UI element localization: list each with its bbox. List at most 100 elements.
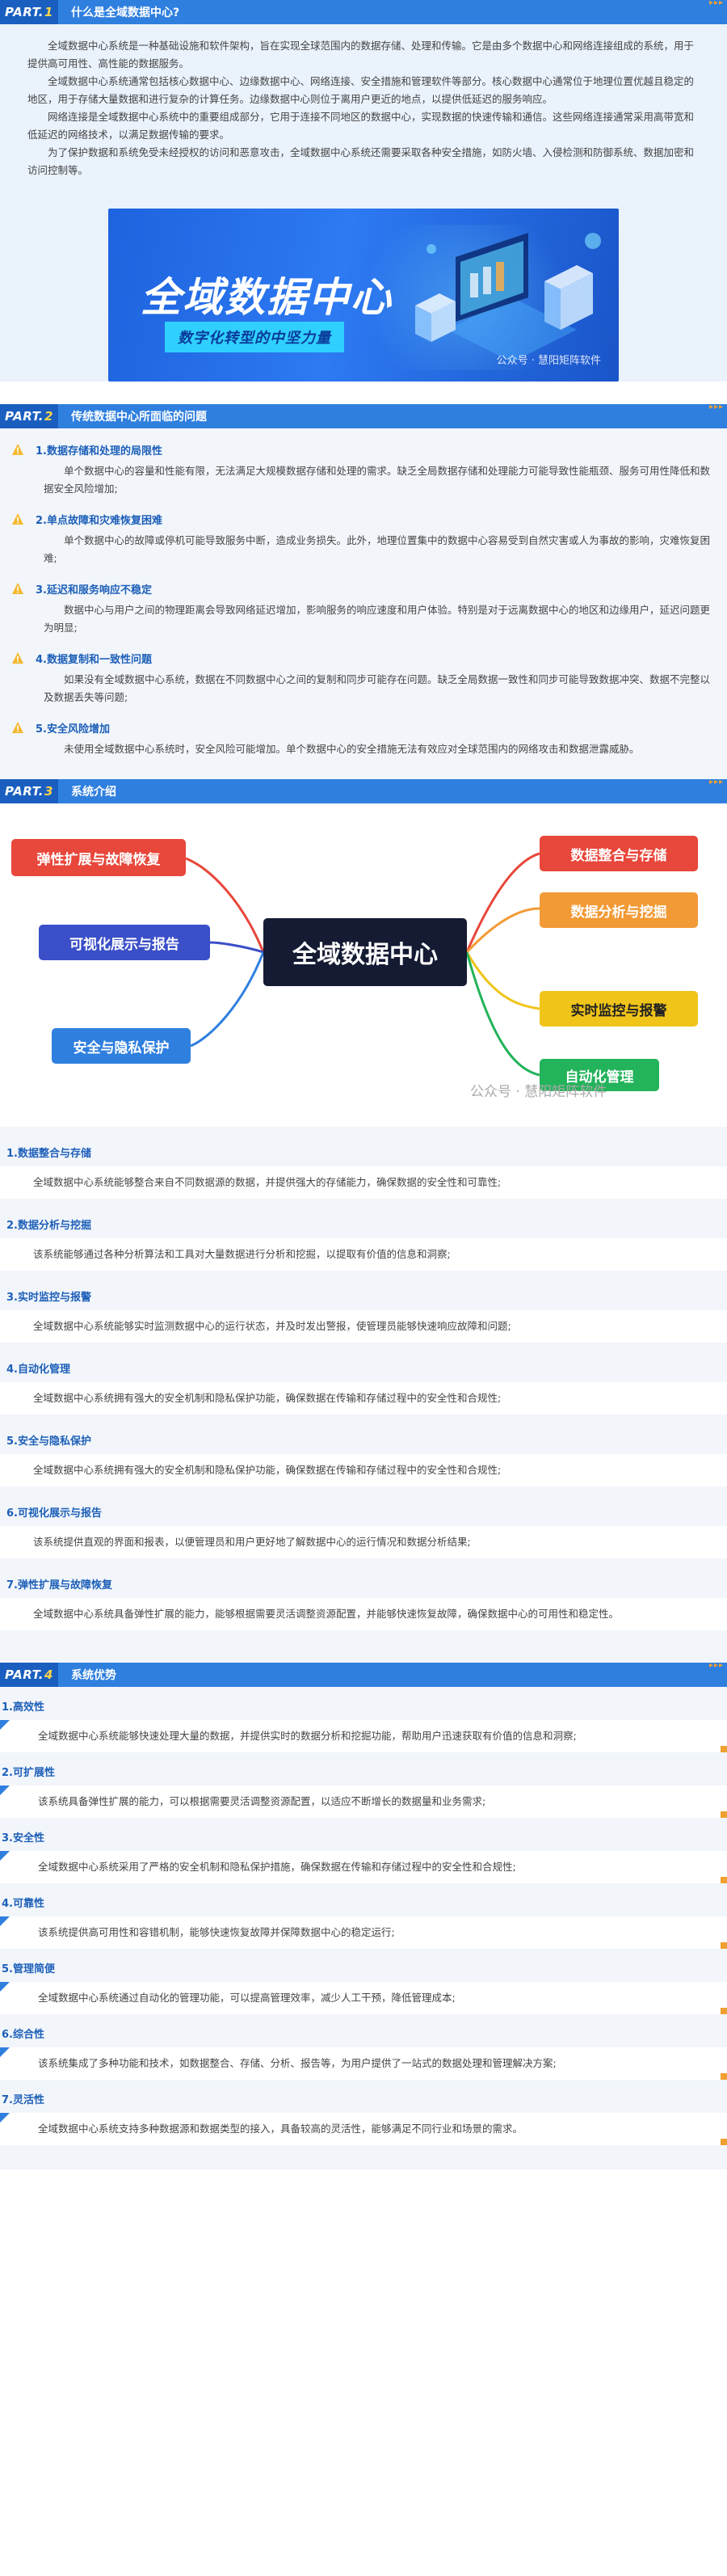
advantage-item-title: 5.管理简便 (2, 1963, 55, 1975)
problem-item-title: 2.单点故障和灾难恢复困难 (36, 514, 162, 527)
feature-item: 2.数据分析与挖掘该系统能够通过各种分析算法和工具对大量数据进行分析和挖掘，以提… (0, 1216, 727, 1271)
corner-triangle-icon (0, 2113, 10, 2123)
advantage-item-body: 该系统具备弹性扩展的能力，可以根据需要灵活调整资源配置，以适应不断增长的数据量和… (38, 1795, 486, 1807)
advantage-item-title: 4.可靠性 (2, 1898, 44, 1910)
connector-left-0 (185, 857, 265, 953)
problem-item: 1.数据存储和处理的局限性单个数据中心的容量和性能有限，无法满足大规模数据存储和… (0, 441, 727, 498)
problem-item: 3.延迟和服务响应不稳定数据中心与用户之间的物理距离会导致网络延迟增加，影响服务… (0, 580, 727, 637)
advantage-item: 6.综合性该系统集成了多种功能和技术，如数据整合、存储、分析、报告等，为用户提供… (0, 2026, 727, 2080)
problem-item-body: 数据中心与用户之间的物理距离会导致网络延迟增加，影响服务的响应速度和用户体验。特… (44, 604, 711, 634)
feature-item-title: 6.可视化展示与报告 (6, 1507, 102, 1520)
banner-watermark: 公众号 · 慧阳矩阵软件 (496, 355, 601, 367)
advantage-item-title: 3.安全性 (2, 1832, 44, 1845)
part4-title: 系统优势 (71, 1669, 116, 1682)
advantage-item: 1.高效性全域数据中心系统能够快速处理大量的数据，并提供实时的数据分析和挖掘功能… (0, 1698, 727, 1752)
corner-triangle-icon (0, 1785, 10, 1795)
part1-title: 什么是全域数据中心? (71, 6, 180, 19)
feature-item: 5.安全与隐私保护全域数据中心系统拥有强大的安全机制和隐私保护功能，确保数据在传… (0, 1432, 727, 1486)
part2-section: PART.2 传统数据中心所面临的问题 ▸▸▸ 1.数据存储和处理的局限性单个数… (0, 403, 727, 779)
part2-title: 传统数据中心所面临的问题 (71, 411, 207, 424)
mindmap-node-left: 可视化展示与报告 (39, 925, 210, 960)
connector-right-2 (465, 951, 540, 1010)
problem-item-body: 如果没有全域数据中心系统，数据在不同数据中心之间的复制和同步可能存在问题。缺乏全… (44, 673, 711, 703)
advantage-item-body: 全域数据中心系统采用了严格的安全机制和隐私保护措施，确保数据在传输和存储过程中的… (38, 1861, 516, 1873)
problem-item-title: 1.数据存储和处理的局限性 (36, 445, 162, 457)
connector-left-2 (190, 951, 265, 1048)
problem-item-title: 3.延迟和服务响应不稳定 (36, 584, 152, 597)
problem-item-body: 未使用全域数据中心系统时，安全风险可能增加。单个数据中心的安全措施无法有效应对全… (64, 743, 640, 755)
part1-tag: PART.1 (0, 0, 58, 24)
advantage-item: 4.可靠性该系统提供高可用性和容错机制，能够快速恢复故障并保障数据中心的稳定运行… (0, 1895, 727, 1949)
corner-square-icon (721, 1877, 727, 1883)
advantage-item-title: 6.综合性 (2, 2029, 44, 2041)
corner-square-icon (721, 1746, 727, 1752)
mindmap-node-right: 自动化管理 (540, 1059, 659, 1091)
connector-right-1 (465, 907, 540, 954)
advantage-item-box: 全域数据中心系统采用了严格的安全机制和隐私保护措施，确保数据在传输和存储过程中的… (0, 1851, 727, 1883)
feature-item-title: 5.安全与隐私保护 (6, 1436, 91, 1448)
part1-body: 全域数据中心系统是一种基础设施和软件架构，旨在实现全球范围内的数据存储、处理和传… (0, 24, 727, 191)
advantage-item-box: 该系统提供高可用性和容错机制，能够快速恢复故障并保障数据中心的稳定运行; (0, 1916, 727, 1949)
corner-triangle-icon (0, 2047, 10, 2057)
mindmap-center-node: 全域数据中心 (263, 918, 467, 986)
part1-section: PART.1 什么是全域数据中心? ▸▸▸ 全域数据中心系统是一种基础设施和软件… (0, 0, 727, 382)
advantage-item-body: 全域数据中心系统通过自动化的管理功能，可以提高管理效率，减少人工干预，降低管理成… (38, 1992, 456, 2004)
advantage-item: 5.管理简便全域数据中心系统通过自动化的管理功能，可以提高管理效率，减少人工干预… (0, 1960, 727, 2014)
part3-tag: PART.3 (0, 779, 58, 803)
feature-item-title: 7.弹性扩展与故障恢复 (6, 1579, 112, 1592)
corner-square-icon (721, 2073, 727, 2080)
feature-item-body: 全域数据中心系统拥有强大的安全机制和隐私保护功能，确保数据在传输和存储过程中的安… (0, 1454, 727, 1486)
warning-icon (12, 444, 23, 455)
problem-item-title: 4.数据复制和一致性问题 (36, 653, 152, 666)
decor-dots-icon: ▸▸▸ (708, 403, 724, 411)
feature-item: 1.数据整合与存储全域数据中心系统能够整合来自不同数据源的数据，并提供强大的存储… (0, 1145, 727, 1199)
feature-list: 1.数据整合与存储全域数据中心系统能够整合来自不同数据源的数据，并提供强大的存储… (0, 1145, 727, 1630)
advantage-list: 1.高效性全域数据中心系统能够快速处理大量的数据，并提供实时的数据分析和挖掘功能… (0, 1698, 727, 2145)
warning-icon (12, 583, 23, 594)
decor-dots-icon: ▸▸▸ (708, 0, 724, 7)
mindmap-node-left: 弹性扩展与故障恢复 (11, 839, 186, 876)
server-illustration-icon (415, 233, 601, 362)
part1-paragraph: 全域数据中心系统通常包括核心数据中心、边缘数据中心、网络连接、安全措施和管理软件… (27, 75, 695, 105)
corner-square-icon (721, 2008, 727, 2014)
connector-right-3 (465, 951, 540, 1077)
corner-triangle-icon (0, 1916, 10, 1926)
part4-header: PART.4 系统优势 ▸▸▸ (0, 1661, 727, 1687)
warning-icon (12, 513, 23, 525)
corner-square-icon (721, 1942, 727, 1949)
problem-item-title: 5.安全风险增加 (36, 723, 110, 736)
problem-item-head: 3.延迟和服务响应不稳定 (11, 580, 711, 597)
connector-right-0 (465, 852, 540, 953)
advantage-item-body: 该系统提供高可用性和容错机制，能够快速恢复故障并保障数据中心的稳定运行; (38, 1926, 395, 1938)
feature-item-body: 全域数据中心系统能够实时监测数据中心的运行状态，并及时发出警报，使管理员能够快速… (0, 1310, 727, 1343)
feature-item: 7.弹性扩展与故障恢复全域数据中心系统具备弹性扩展的能力，能够根据需要灵活调整资… (0, 1576, 727, 1630)
feature-item-body: 该系统能够通过各种分析算法和工具对大量数据进行分析和挖掘，以提取有价值的信息和洞… (0, 1238, 727, 1271)
feature-item-title: 1.数据整合与存储 (6, 1148, 91, 1160)
feature-item: 3.实时监控与报警全域数据中心系统能够实时监测数据中心的运行状态，并及时发出警报… (0, 1288, 727, 1343)
problem-item-head: 2.单点故障和灾难恢复困难 (11, 511, 711, 527)
corner-triangle-icon (0, 1720, 10, 1730)
problem-item: 4.数据复制和一致性问题如果没有全域数据中心系统，数据在不同数据中心之间的复制和… (0, 650, 727, 706)
connector-left-1 (209, 941, 264, 954)
advantage-item-body: 全域数据中心系统能够快速处理大量的数据，并提供实时的数据分析和挖掘功能，帮助用户… (38, 1730, 577, 1742)
mindmap-node-right: 数据整合与存储 (540, 836, 698, 871)
part1-paragraph: 为了保护数据和系统免受未经授权的访问和恶意攻击，全域数据中心系统还需要采取各种安… (27, 146, 695, 176)
banner-title: 全域数据中心 (141, 274, 393, 321)
part1-paragraph: 全域数据中心系统是一种基础设施和软件架构，旨在实现全球范围内的数据存储、处理和传… (27, 40, 695, 70)
feature-item-body: 全域数据中心系统能够整合来自不同数据源的数据，并提供强大的存储能力，确保数据的安… (0, 1166, 727, 1199)
part1-paragraph: 网络连接是全域数据中心系统中的重要组成部分，它用于连接不同地区的数据中心，实现数… (27, 111, 695, 141)
feature-item-body: 该系统提供直观的界面和报表，以便管理员和用户更好地了解数据中心的运行情况和数据分… (0, 1526, 727, 1558)
problem-item-body: 单个数据中心的容量和性能有限，无法满足大规模数据存储和处理的需求。缺乏全局数据存… (44, 465, 711, 495)
advantage-item-box: 该系统集成了多种功能和技术，如数据整合、存储、分析、报告等，为用户提供了一站式的… (0, 2047, 727, 2080)
feature-item-title: 4.自动化管理 (6, 1364, 70, 1376)
mindmap-diagram: 全域数据中心 弹性扩展与故障恢复可视化展示与报告安全与隐私保护数据整合与存储数据… (0, 803, 727, 1127)
part3-section: PART.3 系统介绍 ▸▸▸ 全域数据中心 弹性扩展与故障恢复可视化展示与报告… (0, 778, 727, 1663)
part3-title: 系统介绍 (71, 786, 116, 799)
corner-square-icon (721, 1811, 727, 1818)
part4-section: PART.4 系统优势 ▸▸▸ 1.高效性全域数据中心系统能够快速处理大量的数据… (0, 1661, 727, 2169)
advantage-item-box: 全域数据中心系统能够快速处理大量的数据，并提供实时的数据分析和挖掘功能，帮助用户… (0, 1720, 727, 1752)
advantage-item: 7.灵活性全域数据中心系统支持多种数据源和数据类型的接入，具备较高的灵活性，能够… (0, 2091, 727, 2145)
feature-item-body: 全域数据中心系统拥有强大的安全机制和隐私保护功能，确保数据在传输和存储过程中的安… (0, 1382, 727, 1414)
feature-item-title: 2.数据分析与挖掘 (6, 1220, 91, 1232)
part1-header: PART.1 什么是全域数据中心? ▸▸▸ (0, 0, 727, 24)
